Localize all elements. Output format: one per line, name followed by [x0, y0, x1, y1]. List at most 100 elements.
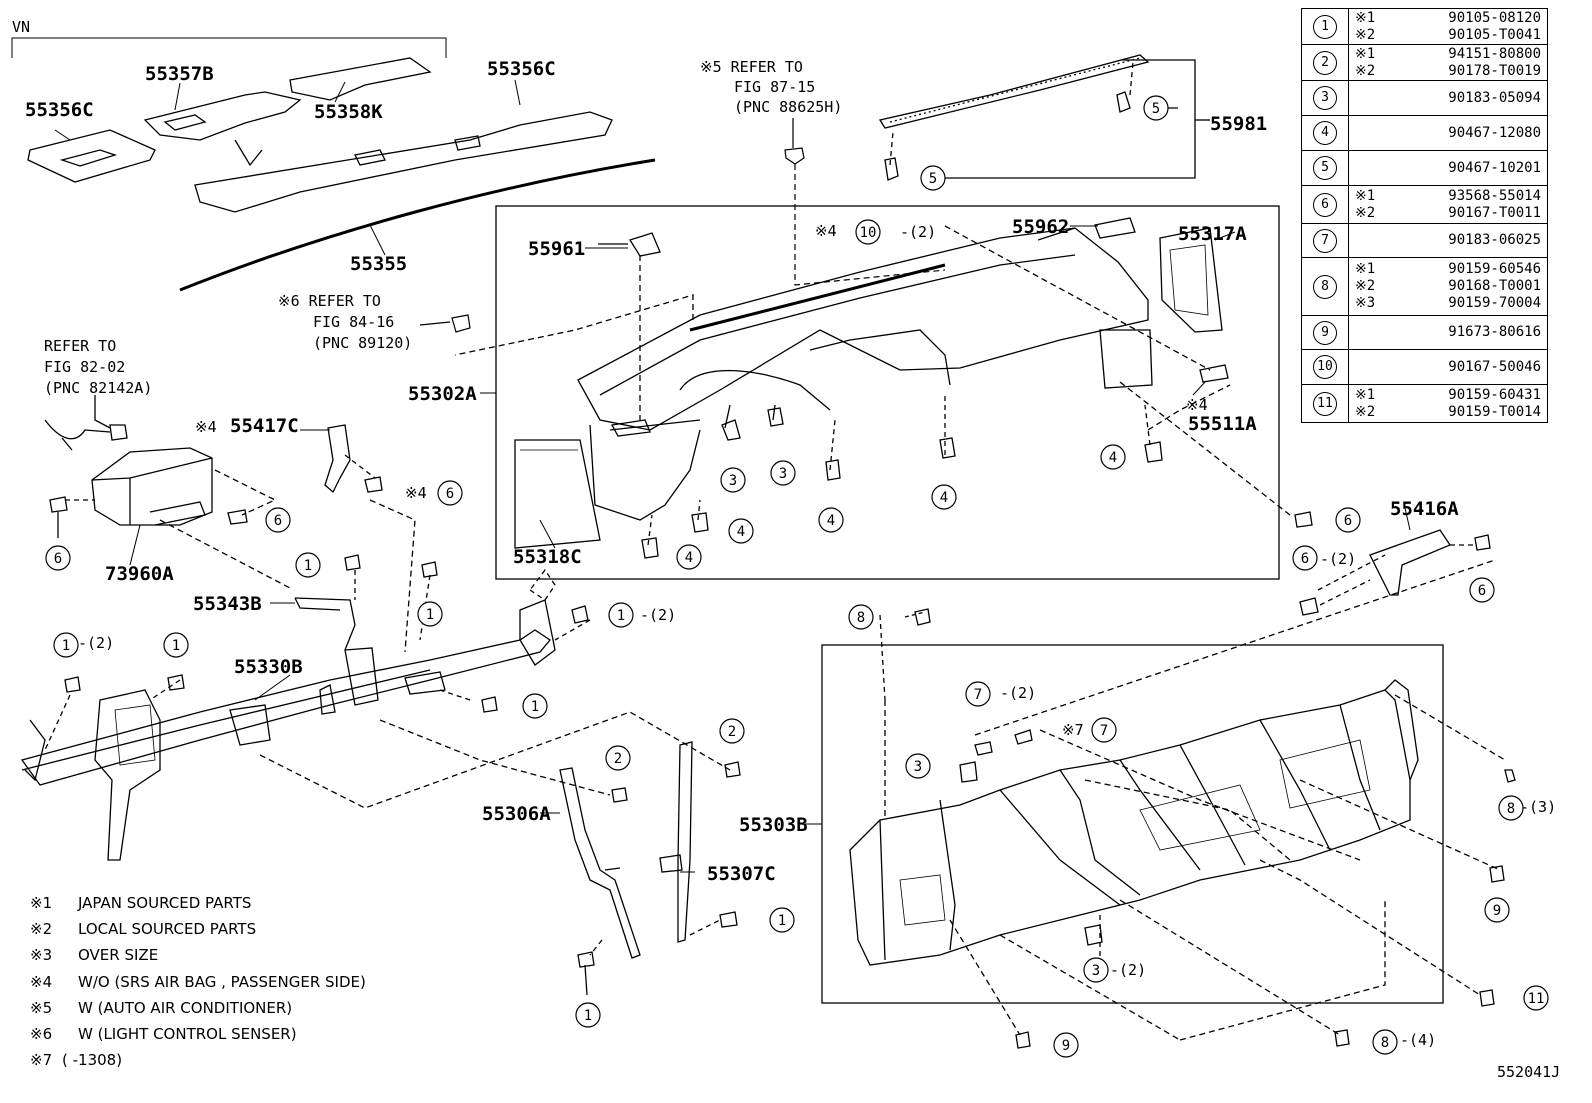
footnote-mark-6: ※6 [30, 1025, 52, 1043]
parts-code: 93568-55014 [1448, 187, 1541, 204]
callout-circle [818, 507, 844, 533]
parts-code: 90467-10201 [1448, 159, 1541, 176]
callout-number: 8 [1507, 801, 1515, 817]
qty-bolt10: -(2) [900, 223, 936, 241]
parts-code-mark: ※2 [1355, 204, 1376, 221]
callout-number: 6 [274, 513, 282, 529]
callout-circle [728, 518, 754, 544]
callout-number: 10 [860, 225, 877, 241]
pn-55302a: 55302A [408, 383, 477, 405]
callout-circle [769, 907, 795, 933]
callout-circle [965, 681, 991, 707]
callout-number: 6 [446, 486, 454, 502]
callout-number: 7 [1100, 723, 1108, 739]
callout-number: 5 [1152, 101, 1160, 117]
parts-code-mark: ※2 [1355, 26, 1376, 43]
parts-code-mark [1355, 359, 1389, 376]
callout-circle [522, 693, 548, 719]
callout-circle [575, 1002, 601, 1028]
parts-code: 94151-80800 [1448, 45, 1541, 62]
parts-code-line: 90467-10201 [1355, 160, 1541, 177]
callout-number: 4 [737, 524, 745, 540]
parts-code: 90183-06025 [1448, 232, 1541, 248]
callout-number: 8 [857, 610, 865, 626]
footnote-text-5: W (AUTO AIR CONDITIONER) [78, 999, 292, 1017]
parts-code-line: 90467-12080 [1355, 125, 1541, 142]
mark-4-bolt10: ※4 [815, 222, 837, 240]
parts-code: 90159-70004 [1448, 295, 1541, 311]
parts-code-cell: 90183-05094 [1348, 80, 1548, 116]
callout-number: 2 [728, 724, 736, 740]
footnote-mark-4: ※4 [30, 973, 52, 991]
pn-55307c: 55307C [707, 863, 776, 885]
pn-55356c-right: 55356C [487, 58, 556, 80]
parts-code-mark: ※3 [1355, 295, 1376, 311]
callout-number: 7 [974, 687, 982, 703]
pn-55417c: 55417C [230, 415, 299, 437]
parts-index-cell: 8 [1301, 257, 1349, 316]
parts-index: 3 [1313, 86, 1337, 110]
parts-code-mark [1355, 125, 1389, 142]
callout-number: 4 [940, 490, 948, 506]
callout-number: 4 [1109, 450, 1117, 466]
refer-fig82-line1: REFER TO [44, 337, 116, 355]
refer-fig82-line2: FIG 82-02 [44, 358, 125, 376]
parts-code: 90105-08120 [1448, 9, 1541, 26]
lower-panel-frame [821, 644, 1444, 1004]
harness [44, 395, 128, 451]
callout-circle [1372, 1029, 1398, 1055]
callout-circle [920, 165, 946, 191]
parts-index: 1 [1313, 14, 1337, 39]
qty-screw6-55416a: -(2) [1320, 550, 1356, 568]
callout-number: 6 [1301, 551, 1309, 567]
callout-circle [265, 507, 291, 533]
callout-circle [719, 718, 745, 744]
parts-index-cell: 3 [1301, 80, 1349, 116]
parts-code-line: 90183-06025 [1355, 232, 1541, 249]
mark-4-screw6: ※4 [405, 484, 427, 502]
callout-circle [1335, 507, 1361, 533]
parts-code-mark: ※1 [1355, 261, 1376, 277]
parts-code: 90168-T0001 [1448, 278, 1541, 294]
footnote-text-3: OVER SIZE [78, 946, 158, 964]
upper-panel-frame [495, 205, 1280, 580]
callout-circle [605, 745, 631, 771]
parts-code-line: ※3 90159-70004 [1355, 295, 1541, 312]
footnotes: ※1 JAPAN SOURCED PARTS ※2 LOCAL SOURCED … [30, 894, 366, 1069]
callout-circle [676, 544, 702, 570]
footnote-mark-3: ※3 [30, 946, 52, 964]
parts-code-mark [1355, 232, 1389, 249]
pn-55318c: 55318C [513, 546, 582, 568]
callout-circle [1143, 95, 1169, 121]
parts-code-line: 91673-80616 [1355, 324, 1541, 341]
mark-4-55511a: ※4 [1186, 396, 1208, 414]
footnote-mark-1: ※1 [30, 894, 52, 912]
defroster-rail [878, 54, 1210, 181]
parts-code: 90183-05094 [1448, 89, 1541, 106]
parts-code: 90167-50046 [1448, 358, 1541, 375]
pn-55355: 55355 [350, 253, 407, 275]
parts-code-cell: 90183-06025 [1348, 223, 1548, 258]
pn-55962: 55962 [1012, 216, 1069, 238]
refer-fig84-line2: FIG 84-16 [313, 313, 394, 331]
upper-panel-drawing [454, 217, 1291, 559]
refer-fig87-line2: FIG 87-15 [734, 78, 815, 96]
callout-number: 4 [827, 513, 835, 529]
callout-circle [1469, 577, 1495, 603]
callout-number: 3 [914, 759, 922, 775]
footnote-text-7: ( -1308) [62, 1051, 122, 1069]
parts-index: 9 [1313, 320, 1337, 345]
